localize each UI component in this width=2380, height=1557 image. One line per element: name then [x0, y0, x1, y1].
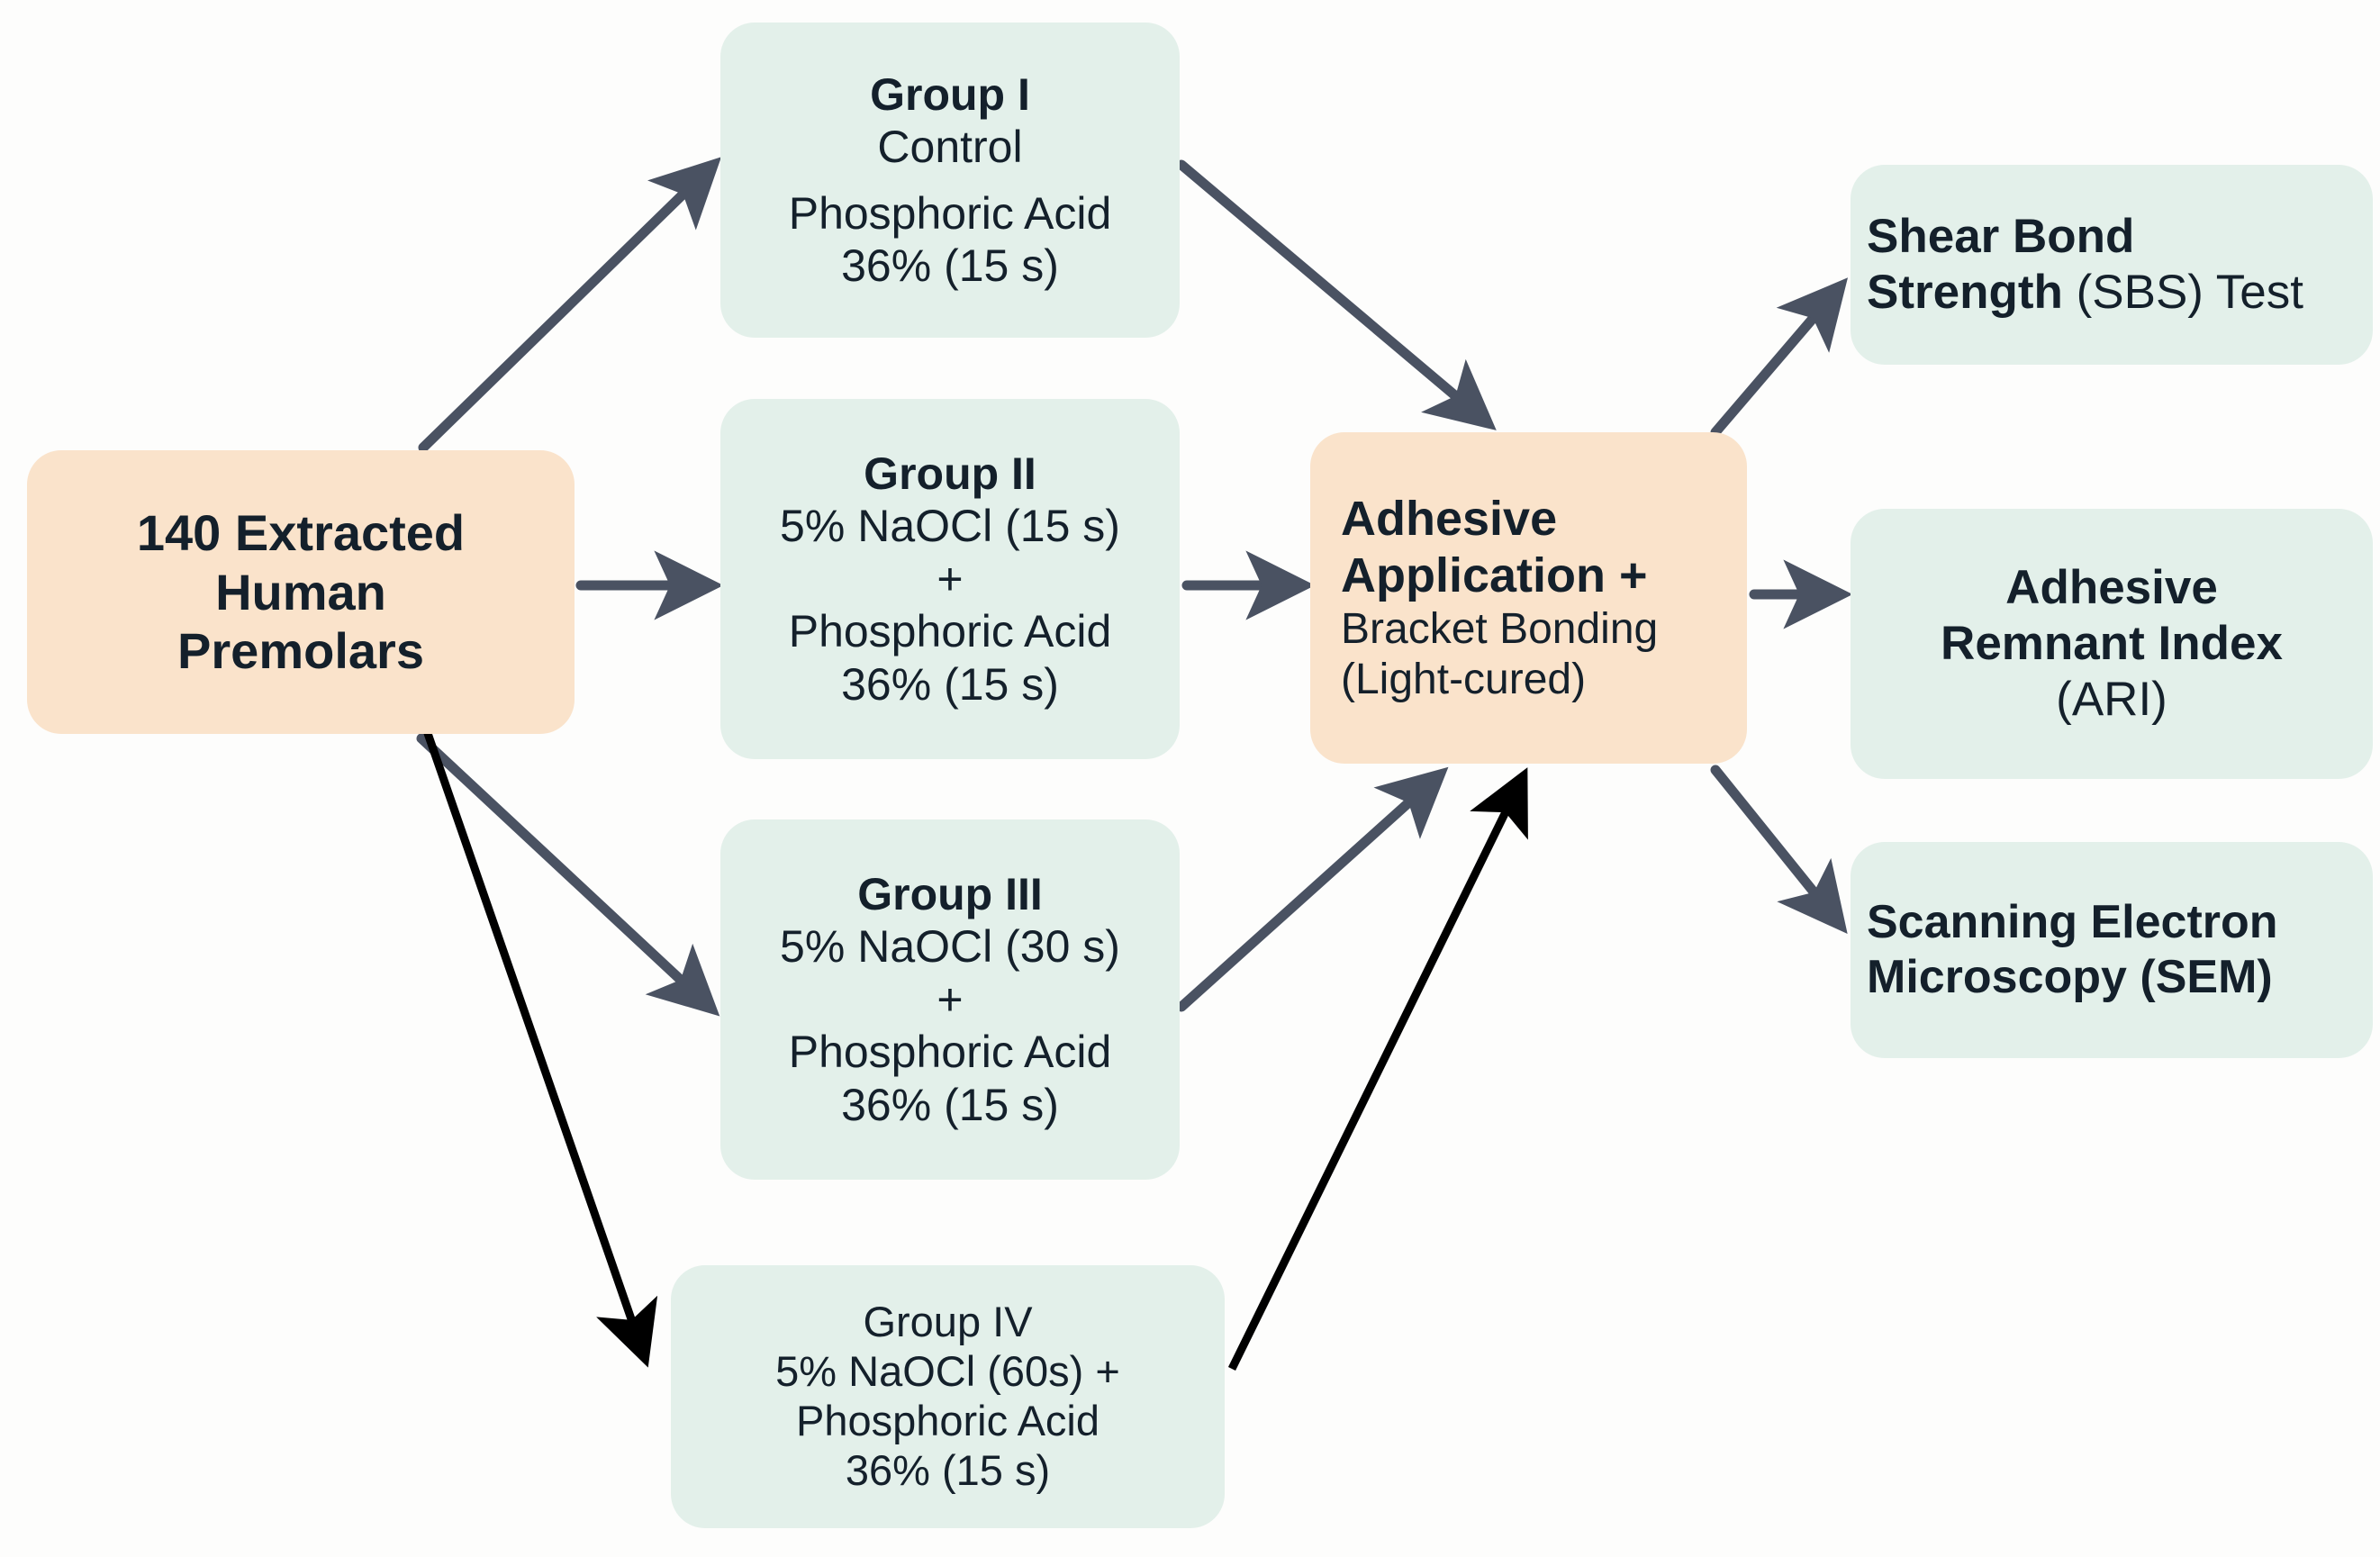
center-sub-line-2: (Light-cured): [1341, 656, 1587, 704]
group2-line-5: 36% (15 s): [841, 658, 1059, 710]
sbs-line-2-regular: (SBS) Test: [2062, 266, 2303, 319]
center-head-line-1: Adhesive: [1341, 491, 1558, 546]
source-line-3: Premolars: [177, 622, 424, 680]
node-group-4[interactable]: Group IV 5% NaOCl (60s) + Phosphoric Aci…: [671, 1265, 1225, 1528]
edge-source-group3: [416, 733, 720, 1017]
sem-line-2: Microscopy (SEM): [1867, 951, 2273, 1003]
group2-title: Group II: [864, 448, 1036, 499]
group2-line-3: +: [937, 553, 964, 604]
node-source-sample[interactable]: 140 Extracted Human Premolars: [27, 450, 575, 734]
edge-group3-center: [1176, 766, 1449, 1012]
node-group-3[interactable]: Group III 5% NaOCl (30 s) + Phosphoric A…: [720, 819, 1180, 1180]
edge-center-sem: [1710, 765, 1848, 934]
edge-group1-center: [1176, 159, 1497, 430]
group3-line-2: 5% NaOCl (30 s): [780, 921, 1120, 973]
sem-line-1: Scanning Electron: [1867, 896, 2278, 949]
node-outcome-ari[interactable]: Adhesive Remnant Index (ARI): [1851, 509, 2373, 779]
ari-line-2: Remnant Index: [1941, 617, 2283, 670]
group2-line-4: Phosphoric Acid: [788, 606, 1112, 657]
source-line-2: Human: [215, 563, 386, 620]
edge-center-sbs: [1710, 277, 1849, 438]
group1-title: Group I: [870, 68, 1030, 120]
node-outcome-sbs[interactable]: Shear Bond Strength (SBS) Test: [1851, 165, 2373, 365]
group4-line-2: 5% NaOCl (60s) +: [775, 1347, 1120, 1396]
group4-line-4: 36% (15 s): [845, 1445, 1051, 1494]
group3-line-4: Phosphoric Acid: [788, 1027, 1112, 1078]
sbs-line-2: Strength (SBS) Test: [1867, 265, 2303, 321]
node-outcome-sem[interactable]: Scanning Electron Microscopy (SEM): [1851, 842, 2373, 1058]
group3-line-3: +: [937, 973, 964, 1025]
group4-title: Group IV: [863, 1298, 1033, 1346]
group1-line-4: 36% (15 s): [841, 240, 1059, 291]
sbs-line-1: Shear Bond: [1867, 210, 2135, 263]
node-adhesive-application[interactable]: Adhesive Application + Bracket Bonding (…: [1310, 432, 1747, 764]
group2-line-2: 5% NaOCl (15 s): [780, 501, 1120, 552]
ari-line-1: Adhesive: [2005, 561, 2218, 614]
group1-line-3: Phosphoric Acid: [788, 187, 1112, 239]
group4-line-3: Phosphoric Acid: [795, 1397, 1100, 1444]
group3-line-5: 36% (15 s): [841, 1079, 1059, 1130]
group1-subtitle: Control: [877, 122, 1023, 172]
edge-source-group1: [418, 157, 722, 453]
edge-source-group4: [419, 719, 658, 1368]
center-sub-line-1: Bracket Bonding: [1341, 605, 1659, 654]
ari-line-3: (ARI): [2056, 673, 2167, 726]
sbs-line-2-bold: Strength: [1867, 266, 2063, 319]
source-line-1: 140 Extracted: [136, 504, 466, 562]
center-head-line-2: Application +: [1341, 548, 1648, 602]
group3-title: Group III: [857, 868, 1043, 919]
edge-group4-center: [1227, 767, 1528, 1371]
node-group-1[interactable]: Group I Control Phosphoric Acid 36% (15 …: [720, 23, 1180, 338]
node-group-2[interactable]: Group II 5% NaOCl (15 s) + Phosphoric Ac…: [720, 399, 1180, 759]
